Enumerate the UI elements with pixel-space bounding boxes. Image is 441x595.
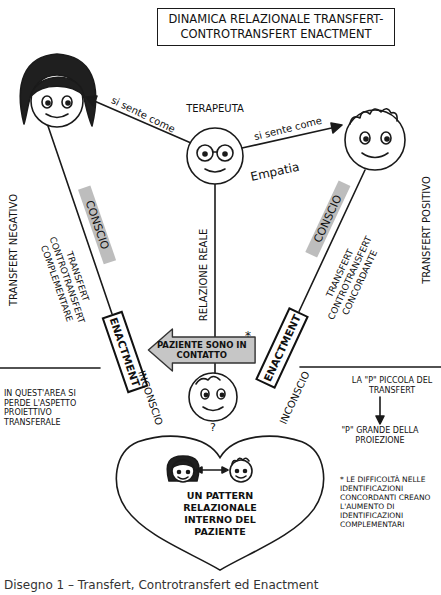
face-outline xyxy=(187,128,243,184)
hair xyxy=(196,377,220,385)
glasses-lens xyxy=(197,145,213,161)
face xyxy=(189,373,237,421)
node-text-group: UN PATTERN RELAZIONALE INTERNO DEL PAZIE… xyxy=(174,490,266,538)
node-label: ENACTMENT xyxy=(261,313,303,384)
face-group xyxy=(187,128,243,184)
pupil xyxy=(220,393,223,396)
fat-arrow xyxy=(148,329,255,371)
face xyxy=(230,460,252,482)
pupil xyxy=(178,471,181,474)
eye xyxy=(62,96,72,108)
face xyxy=(31,75,83,127)
hair xyxy=(167,456,199,481)
node-label: UN PATTERN RELAZIONALE INTERNO DEL PAZIE… xyxy=(174,490,266,538)
pupil xyxy=(46,101,50,105)
curly-hair xyxy=(350,109,397,124)
conscious-band: CONSCIO xyxy=(305,180,350,257)
line-label: TRANSFERT CONTROTRANSFERT COMPLEMENTARE xyxy=(33,222,100,338)
pupil xyxy=(385,137,389,141)
therapist-circle: TERAPEUTA xyxy=(170,102,260,194)
annotation: Empatia xyxy=(249,160,301,184)
pupil xyxy=(244,470,247,473)
face xyxy=(345,110,405,170)
pupil xyxy=(203,152,207,156)
node-label: TERAPEUTA xyxy=(170,102,260,116)
pupil xyxy=(364,137,368,141)
diagram-title: DINAMICA RELAZIONALE TRANSFERT- CONTROTR… xyxy=(157,8,395,46)
side-label: TRANSFERT NEGATIVO xyxy=(8,194,20,306)
hair-fringe xyxy=(172,461,194,469)
therapist-face xyxy=(170,116,260,194)
arrow-text: PAZIENTE SONO IN CONTATTO xyxy=(150,340,254,360)
arrow-head xyxy=(86,96,97,106)
mouth xyxy=(236,476,246,478)
mouth xyxy=(362,153,388,158)
conscious-band: CONSCIO xyxy=(78,185,116,264)
curly-hair xyxy=(232,458,249,464)
glasses-lens xyxy=(217,145,233,161)
arrow-line xyxy=(199,469,225,471)
arrow-line xyxy=(379,397,381,418)
note-text: LA "P" PICCOLA DEL TRANSFERT xyxy=(347,376,437,395)
arrow-head xyxy=(222,467,228,473)
figure-caption: Disegno 1 – Transfert, Controtransfert e… xyxy=(4,578,318,592)
heart-path xyxy=(116,436,323,570)
glasses-bridge xyxy=(213,151,217,153)
pupil xyxy=(236,470,239,473)
arrow-label: si sente come xyxy=(109,94,177,135)
mouth xyxy=(203,407,223,411)
divider-line xyxy=(0,367,100,369)
hair xyxy=(20,54,95,126)
footnote: * LE DIFFICOLTÀ NELLE IDENTIFICAZIONI CO… xyxy=(340,475,438,529)
mouth xyxy=(205,169,225,172)
pupil xyxy=(187,471,190,474)
hair-fringe xyxy=(31,77,84,96)
unconscious-label: INCONSCIO xyxy=(278,370,313,427)
unconscious-label: INCONSCIO xyxy=(135,369,165,427)
eye xyxy=(42,96,52,108)
divider-line xyxy=(300,366,441,368)
arrow-line xyxy=(92,100,191,143)
arrow-head xyxy=(196,467,202,473)
eye xyxy=(360,132,370,144)
mouth xyxy=(178,477,188,479)
pupil xyxy=(204,393,207,396)
node-text-group: ENACTMENT xyxy=(261,313,303,384)
arrow-head xyxy=(331,123,342,133)
side-label: TRANSFERT POSITIVO xyxy=(421,176,433,284)
note-text: IN QUEST'AREA SI PERDE L'ASPETTO PROIETT… xyxy=(4,389,96,427)
mouth xyxy=(46,114,68,118)
asterisk-mark: * xyxy=(245,329,251,343)
arrow-head xyxy=(376,416,384,424)
line-label: RELAZIONE REALE xyxy=(198,229,210,322)
question-mark: ? xyxy=(210,421,216,434)
pupil xyxy=(223,152,227,156)
arrow-label: si sente come xyxy=(253,115,323,143)
eye xyxy=(201,389,209,399)
note-text: "P" GRANDE DELLA PROIEZIONE xyxy=(325,426,435,445)
eye xyxy=(217,389,225,399)
heart-shape: UN PATTERN RELAZIONALE INTERNO DEL PAZIE… xyxy=(108,430,332,574)
eye xyxy=(381,132,391,144)
pupil xyxy=(66,101,70,105)
node-text-group: TERAPEUTA xyxy=(170,102,260,116)
face xyxy=(172,460,194,482)
